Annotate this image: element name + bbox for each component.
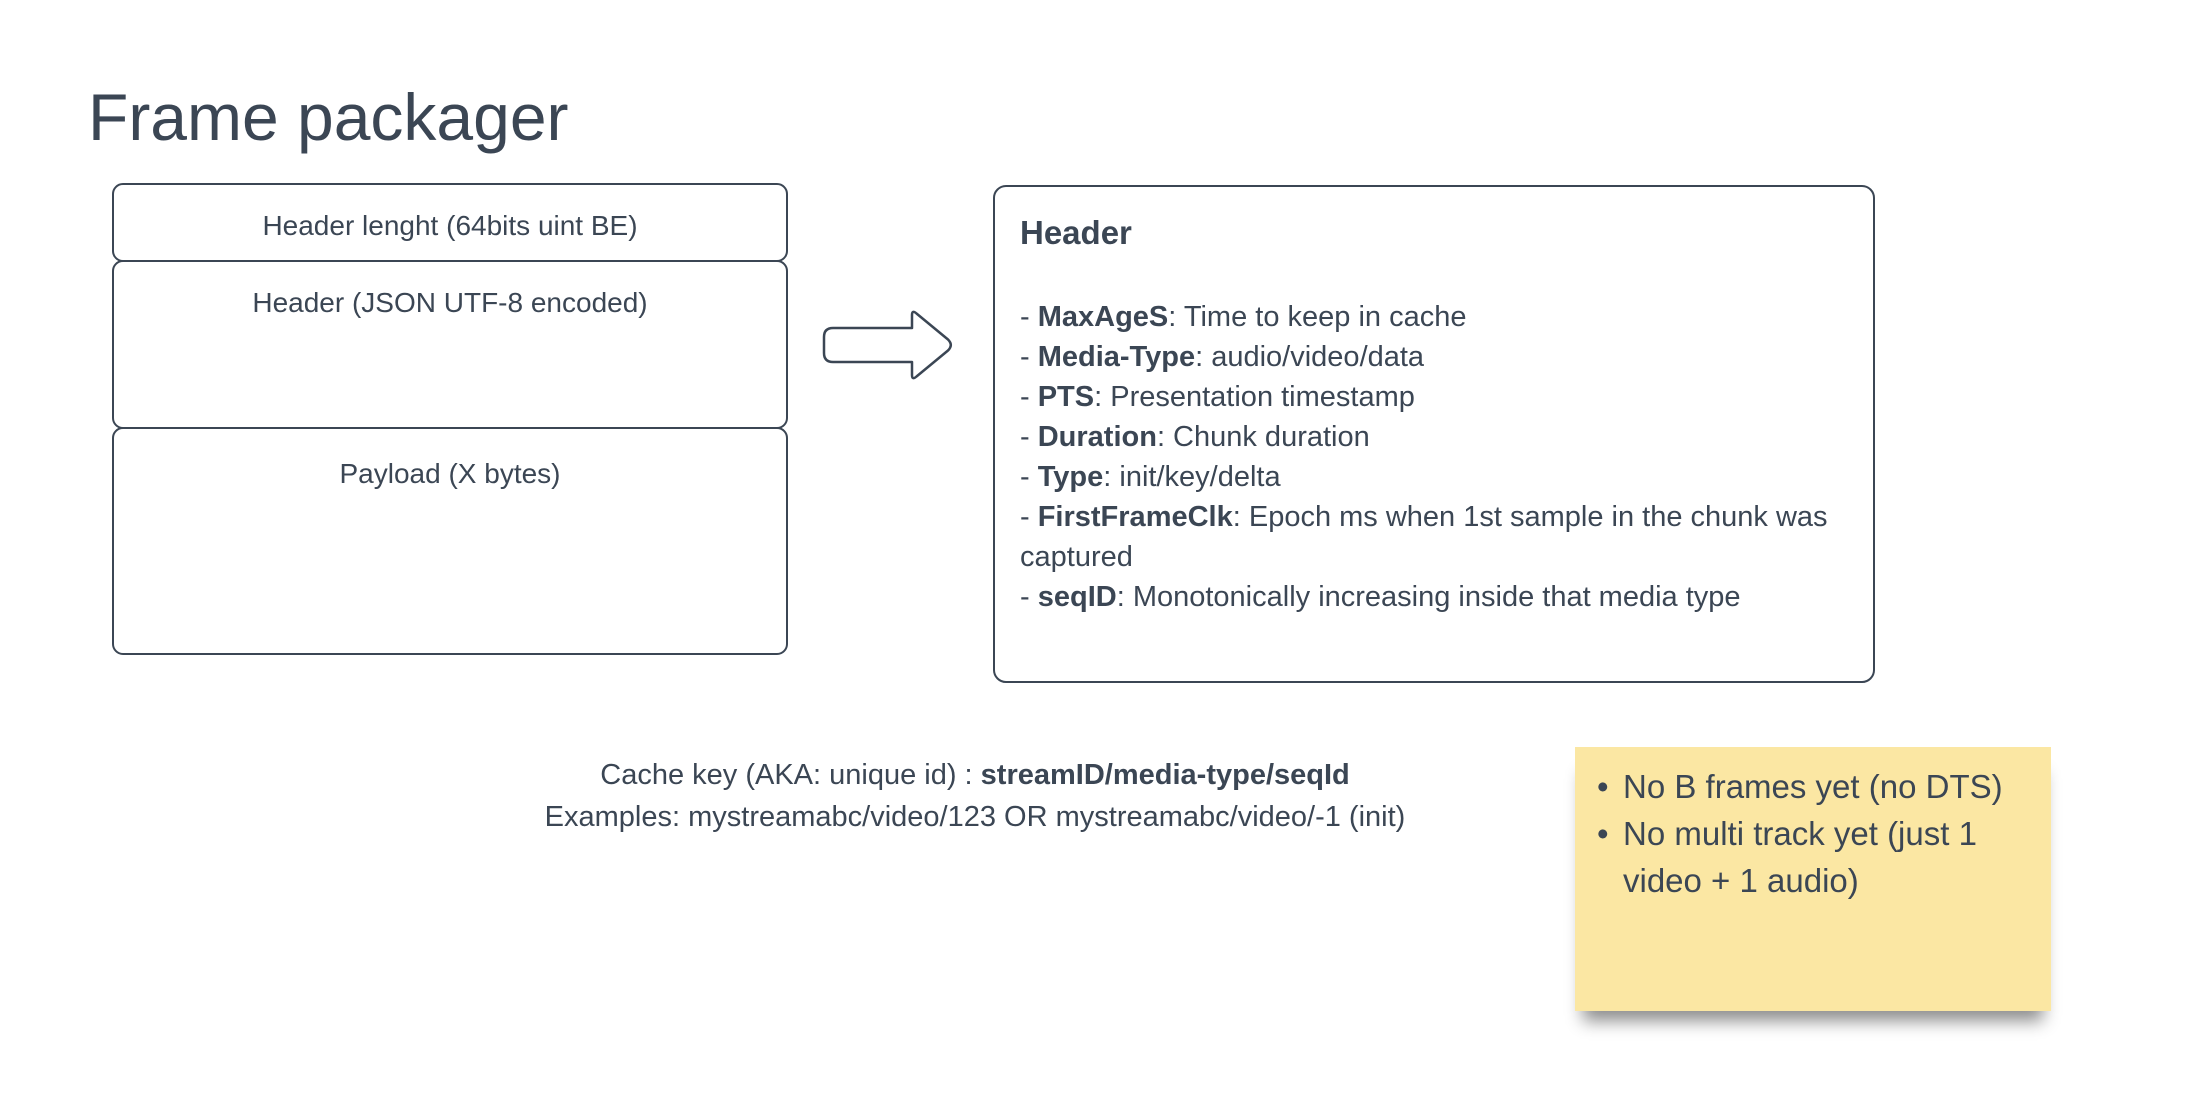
- field-name: Duration: [1037, 420, 1157, 453]
- field-prefix: -: [1020, 580, 1038, 613]
- field-desc: : Time to keep in cache: [1168, 300, 1467, 333]
- header-field-maxages: - MaxAgeS: Time to keep in cache: [1020, 297, 1848, 337]
- cache-key-line1-regular: Cache key (AKA: unique id) :: [600, 759, 981, 791]
- sticky-note: • No B frames yet (no DTS) • No multi trac…: [1575, 747, 2051, 1011]
- field-name: Type: [1037, 460, 1104, 493]
- field-name: seqID: [1037, 580, 1117, 613]
- header-field-type: - Type: init/key/delta: [1020, 457, 1848, 497]
- field-prefix: -: [1020, 380, 1038, 413]
- header-field-list: - MaxAgeS: Time to keep in cache - Media…: [1020, 297, 1848, 617]
- field-prefix: -: [1020, 420, 1038, 453]
- frame-cell-header-length: Header lenght (64bits uint BE): [112, 183, 788, 262]
- field-desc: : Epoch ms when 1st sample in the chunk …: [1020, 500, 1828, 573]
- frame-cell-label: Header lenght (64bits uint BE): [262, 210, 638, 241]
- page-title: Frame packager: [88, 80, 569, 154]
- header-field-pts: - PTS: Presentation timestamp: [1020, 377, 1848, 417]
- field-desc: : Monotonically increasing inside that m…: [1116, 580, 1741, 613]
- header-field-duration: - Duration: Chunk duration: [1020, 417, 1848, 457]
- field-prefix: -: [1020, 340, 1038, 373]
- field-name: FirstFrameClk: [1037, 500, 1233, 533]
- cache-key-line2: Examples: mystreamabc/video/123 OR mystr…: [544, 801, 1406, 833]
- field-prefix: -: [1020, 460, 1038, 493]
- frame-cell-header-json: Header (JSON UTF-8 encoded): [112, 260, 788, 429]
- frame-cell-label: Header (JSON UTF-8 encoded): [252, 287, 648, 318]
- header-box-title: Header: [1020, 214, 1132, 251]
- field-desc: : init/key/delta: [1103, 460, 1281, 493]
- cache-key-note: Cache key (AKA: unique id) : streamID/me…: [400, 754, 1550, 838]
- frame-cell-label: Payload (X bytes): [339, 458, 561, 489]
- field-desc: : Chunk duration: [1156, 420, 1370, 453]
- frame-structure-diagram: Header lenght (64bits uint BE) Header (J…: [112, 183, 788, 655]
- right-arrow-icon: [822, 310, 952, 380]
- sticky-note-text: No B frames yet (no DTS): [1623, 768, 2003, 805]
- field-name: Media-Type: [1037, 340, 1196, 373]
- header-field-media-type: - Media-Type: audio/video/data: [1020, 337, 1848, 377]
- field-name: MaxAgeS: [1037, 300, 1169, 333]
- sticky-note-list: • No B frames yet (no DTS) • No multi trac…: [1597, 763, 2033, 904]
- header-detail-box: Header - MaxAgeS: Time to keep in cache …: [993, 185, 1875, 683]
- sticky-note-item: • No B frames yet (no DTS): [1597, 763, 2033, 810]
- cache-key-line1-bold: streamID/media-type/seqId: [980, 759, 1350, 791]
- bullet-icon: •: [1597, 815, 1609, 852]
- bullet-icon: •: [1597, 768, 1609, 805]
- field-desc: : audio/video/data: [1195, 340, 1425, 373]
- field-prefix: -: [1020, 300, 1038, 333]
- header-field-firstframeclk: - FirstFrameClk: Epoch ms when 1st sampl…: [1020, 497, 1848, 577]
- frame-cell-payload: Payload (X bytes): [112, 427, 788, 655]
- field-name: PTS: [1037, 380, 1095, 413]
- sticky-note-item: • No multi track yet (just 1 video + 1 au…: [1597, 810, 2033, 904]
- field-prefix: -: [1020, 500, 1038, 533]
- field-desc: : Presentation timestamp: [1094, 380, 1415, 413]
- cache-key-line1: Cache key (AKA: unique id) : streamID/me…: [400, 754, 1550, 796]
- sticky-note-text: No multi track yet (just 1 video + 1 aud…: [1623, 815, 1977, 899]
- header-field-seqid: - seqID: Monotonically increasing inside…: [1020, 577, 1848, 617]
